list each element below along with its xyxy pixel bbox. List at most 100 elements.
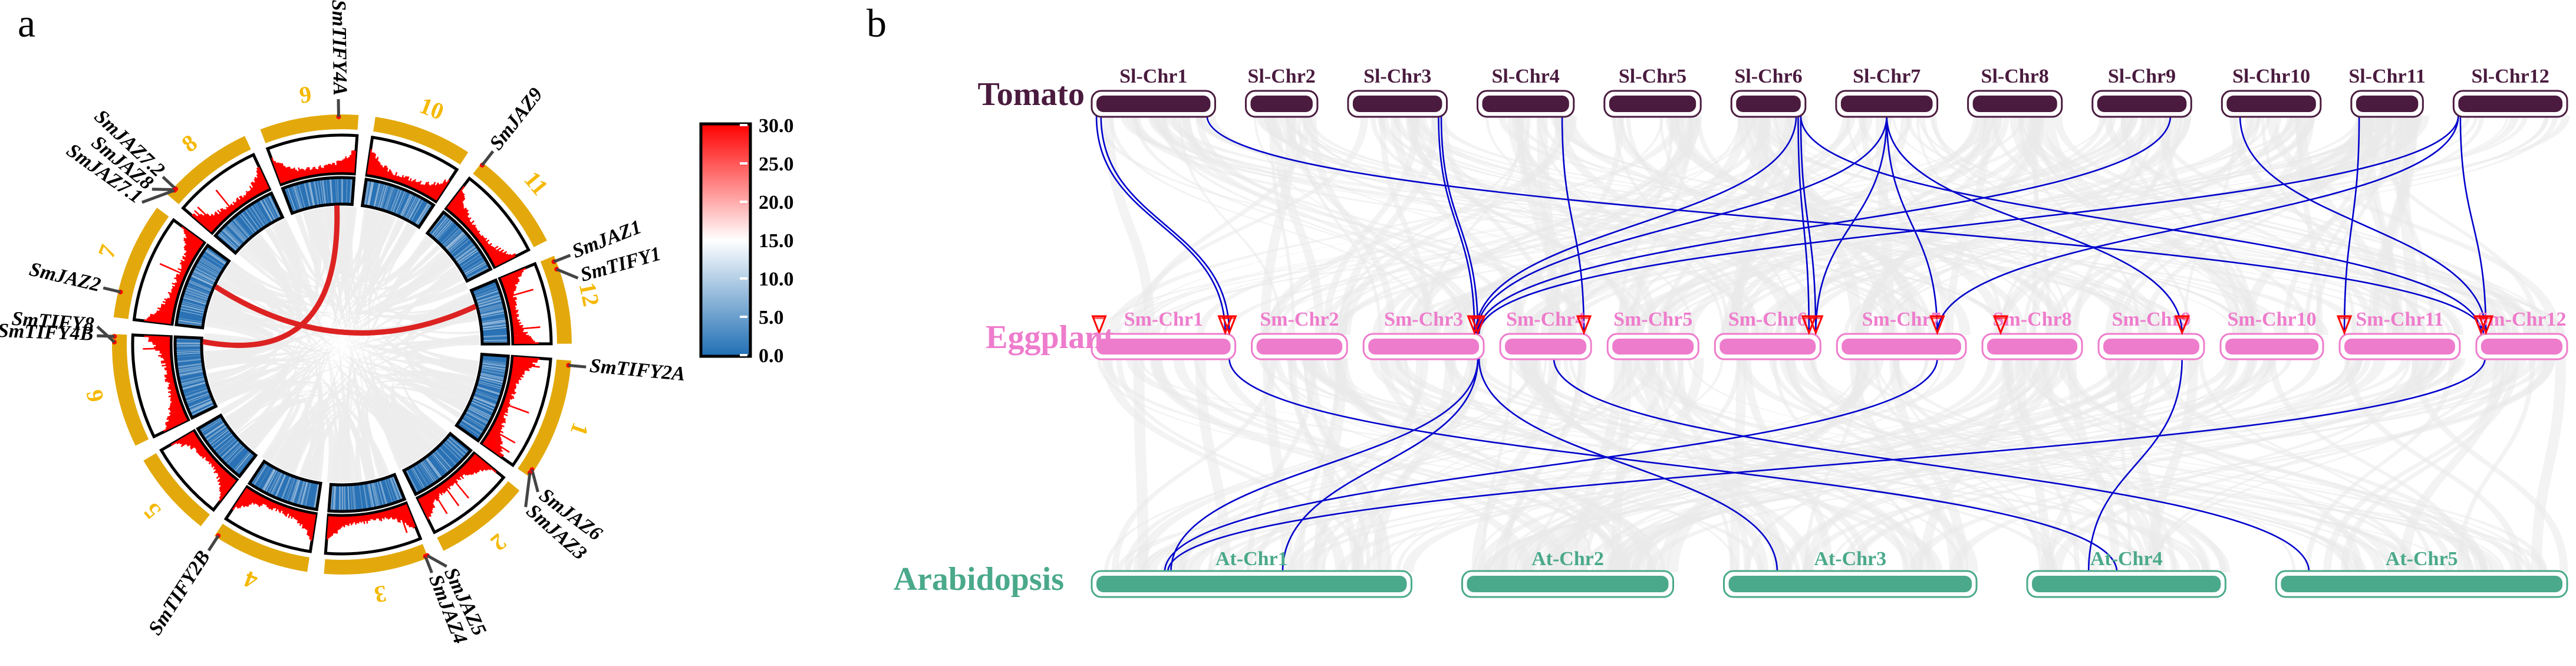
ideogram-segment (112, 334, 149, 446)
heatmap-cell (410, 199, 424, 222)
heatmap-cell (297, 480, 305, 506)
chromosome-bar (1368, 339, 1480, 355)
synteny-ribbon (1263, 116, 1755, 335)
heatmap-cell (201, 419, 224, 435)
heatmap-cell (229, 221, 248, 241)
ideogram-segment (437, 481, 520, 551)
chromosome-label: Sm-Chr5 (1613, 309, 1692, 330)
chromosome-bar (1096, 576, 1407, 592)
heatmap-frame (173, 335, 218, 420)
heatmap-cell (235, 452, 253, 473)
heatmap-cell (176, 363, 203, 368)
heatmap-cell (378, 183, 386, 209)
synteny-ribbon (1338, 358, 1621, 572)
ideogram-segment (260, 114, 359, 143)
gene-leader-line (96, 325, 116, 343)
ideogram-segment (540, 255, 572, 344)
synteny-chord (315, 207, 355, 483)
heatmap-cell (364, 179, 370, 206)
heatmap-cell (364, 483, 369, 510)
heatmap-cell (473, 392, 499, 402)
heatmap-cell (450, 238, 471, 256)
gene-marker-cap (1809, 316, 1823, 319)
gene-marker-cap (1471, 316, 1485, 319)
synteny-ribbon (2323, 358, 2511, 572)
heatmap-cell (199, 257, 223, 272)
synteny-ribbon (1427, 116, 2528, 335)
synteny-ribbon (1109, 116, 1435, 335)
heatmap-cell (175, 349, 202, 351)
heatmap-cell (380, 183, 388, 210)
synteny-ribbon (1314, 358, 1347, 572)
synteny-ribbon (1266, 116, 1577, 335)
heatmap-cell (424, 457, 441, 480)
heatmap-cell (247, 206, 263, 229)
heatmap-cell (205, 248, 228, 264)
heatmap-cell (230, 220, 249, 241)
heatmap-cell (477, 378, 504, 385)
heatmap-cell (453, 242, 475, 260)
heatmap-cell (219, 231, 239, 250)
heatmap-cell (465, 411, 489, 425)
heatmap-cell (175, 346, 202, 347)
heatmap-cell (317, 179, 322, 206)
heatmap-cell (476, 386, 502, 395)
heatmap-cell (425, 457, 442, 479)
heatmap-cell (223, 226, 243, 246)
gene-label: SmJAZ2 (27, 258, 123, 296)
chromosome-label: At-Chr5 (2386, 548, 2458, 570)
collinear-link-tomato-eggplant (1800, 115, 1817, 334)
synteny-ribbon (1532, 358, 1780, 572)
heatmap-cell (480, 322, 508, 327)
heatmap-cell (477, 300, 503, 308)
synteny-chord (364, 266, 459, 480)
synteny-ribbon (1498, 358, 2049, 572)
synteny-ribbon (1579, 358, 2527, 572)
heatmap-cell (401, 193, 414, 218)
synteny-ribbon (2043, 358, 2176, 572)
colorbar-legend: 30.025.020.015.010.05.00.0 (699, 115, 794, 367)
species-label-arabidopsis: Arabidopsis (894, 561, 1064, 598)
synteny-ribbon (1550, 116, 2496, 335)
heatmap-cell (347, 484, 350, 511)
heatmap-cell (259, 198, 274, 222)
heatmap-cell (454, 244, 476, 261)
heatmap-cell (232, 450, 251, 471)
colorbar-tick-label: 20.0 (759, 192, 794, 214)
heatmap-cell (292, 478, 301, 504)
heatmap-cell (462, 258, 486, 273)
synteny-chord (205, 359, 421, 461)
synteny-ribbon (1168, 358, 2434, 572)
heatmap-cell (200, 256, 223, 271)
synteny-ribbon (1729, 116, 1808, 335)
synteny-ribbon (1333, 358, 2080, 572)
heatmap-cell (285, 187, 295, 213)
synteny-ribbon (1283, 116, 2453, 335)
synteny-ribbon (1949, 358, 2555, 572)
heatmap-cell (381, 184, 390, 210)
gene-leader-line (207, 534, 220, 552)
collinear-link-eggplant-arabidopsis (1228, 357, 2118, 573)
synteny-ribbon (1372, 116, 1873, 335)
synteny-ribbon (1161, 116, 1469, 335)
heatmap-cell (479, 373, 505, 380)
heatmap-cell (400, 192, 412, 217)
ideogram-segment (214, 523, 309, 572)
heatmap-cell (358, 484, 363, 510)
histogram-bars (144, 226, 204, 324)
heatmap-cell (480, 365, 507, 370)
heatmap-cell (408, 197, 421, 221)
synteny-ribbon (1263, 358, 1293, 572)
synteny-ribbon (1736, 358, 2386, 572)
synteny-ribbon (1408, 116, 1813, 335)
heatmap-cell (281, 475, 291, 500)
heatmap-cell (433, 217, 451, 238)
synteny-ribbon (2240, 116, 2412, 335)
heatmap-cell (217, 233, 238, 252)
heatmap-cell (189, 400, 213, 412)
synteny-chord (266, 370, 476, 465)
heatmap-cell (384, 185, 393, 211)
synteny-ribbon (1467, 358, 2360, 572)
heatmap-cell (371, 481, 377, 508)
synteny-chord (276, 206, 357, 470)
